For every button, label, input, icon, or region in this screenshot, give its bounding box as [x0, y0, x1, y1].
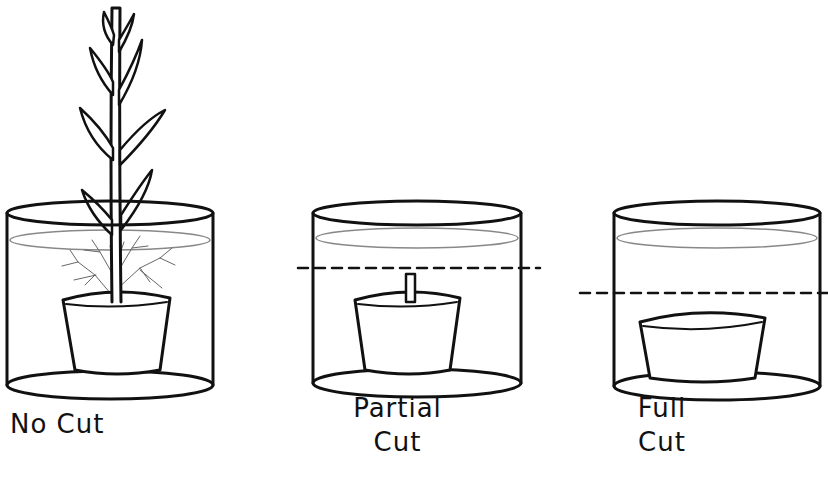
- cut-line: [298, 267, 540, 270]
- container-full-cut: [580, 201, 828, 400]
- container-side: [212, 213, 215, 385]
- caption-label: No Cut: [10, 408, 210, 442]
- water-level: [617, 228, 817, 248]
- container-no-cut: [7, 8, 213, 399]
- caption-label: Partial Cut: [335, 392, 460, 460]
- plant-pot: [63, 292, 170, 374]
- container-side: [312, 213, 315, 383]
- cut-line: [580, 292, 828, 295]
- plant-pot: [355, 292, 460, 374]
- water-level: [316, 228, 518, 248]
- container-rim: [313, 201, 521, 225]
- pot-rim: [66, 302, 167, 307]
- pot-rim: [643, 322, 762, 329]
- container-rim: [614, 201, 820, 225]
- container-side: [819, 213, 822, 386]
- container-side: [520, 213, 523, 383]
- container-side: [613, 213, 616, 386]
- plant-pot: [640, 313, 765, 382]
- container-partial-cut: [298, 201, 540, 397]
- cut-stem: [406, 274, 415, 302]
- caption-label: Full Cut: [612, 392, 712, 460]
- container-side: [6, 213, 9, 385]
- container-rim: [7, 201, 213, 225]
